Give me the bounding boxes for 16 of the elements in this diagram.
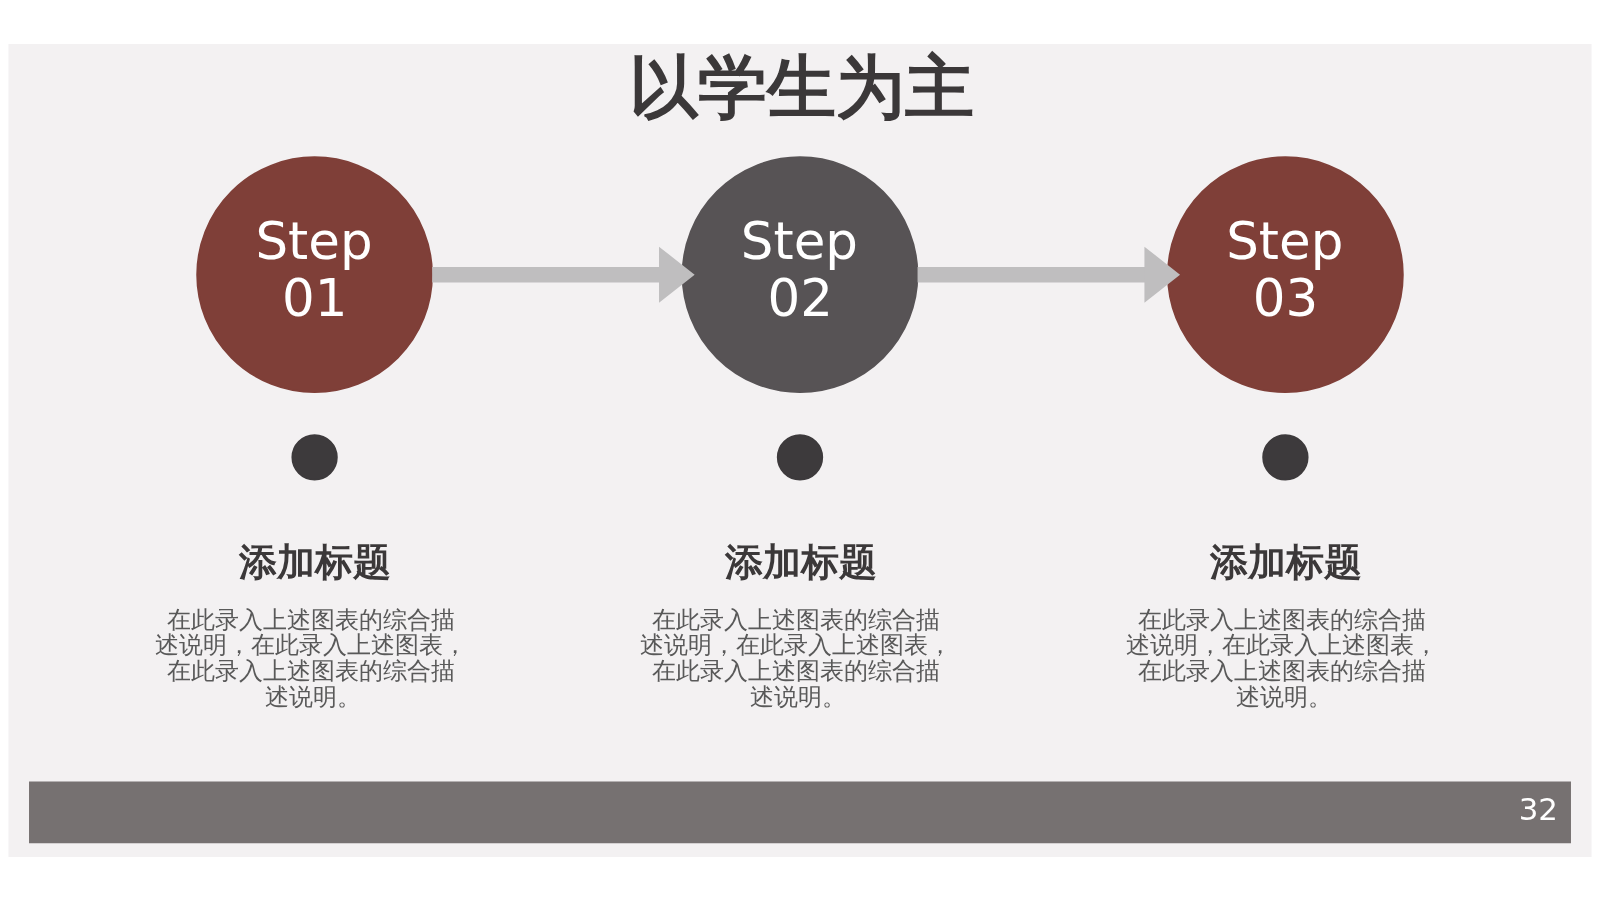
node-circle: Step 03 bbox=[1167, 155, 1404, 393]
label: 32 bbox=[1518, 790, 1558, 827]
diagram-title: 以学生为主 bbox=[629, 46, 975, 127]
node-circle bbox=[291, 433, 338, 481]
node-label: 添加标题 bbox=[1209, 539, 1362, 584]
node-label: 在此录入上述图表的综合描述说明，在此录入上述图表，在此录入上述图表的综合描述说明。 bbox=[1125, 605, 1438, 711]
arrow bbox=[432, 246, 695, 303]
node-label: 添加标题 bbox=[239, 539, 392, 584]
node-circle bbox=[1262, 433, 1309, 481]
node-label: 在此录入上述图表的综合描述说明，在此录入上述图表，在此录入上述图表的综合描述说明。 bbox=[155, 605, 468, 711]
node-circle: Step 01 bbox=[196, 155, 433, 393]
node-circle bbox=[776, 433, 824, 481]
node-label: 添加标题 bbox=[724, 539, 877, 584]
node-circle: Step 02 bbox=[681, 155, 919, 393]
arrow bbox=[917, 246, 1181, 303]
node-label: 在此录入上述图表的综合描述说明，在此录入上述图表，在此录入上述图表的综合描述说明。 bbox=[640, 605, 953, 711]
